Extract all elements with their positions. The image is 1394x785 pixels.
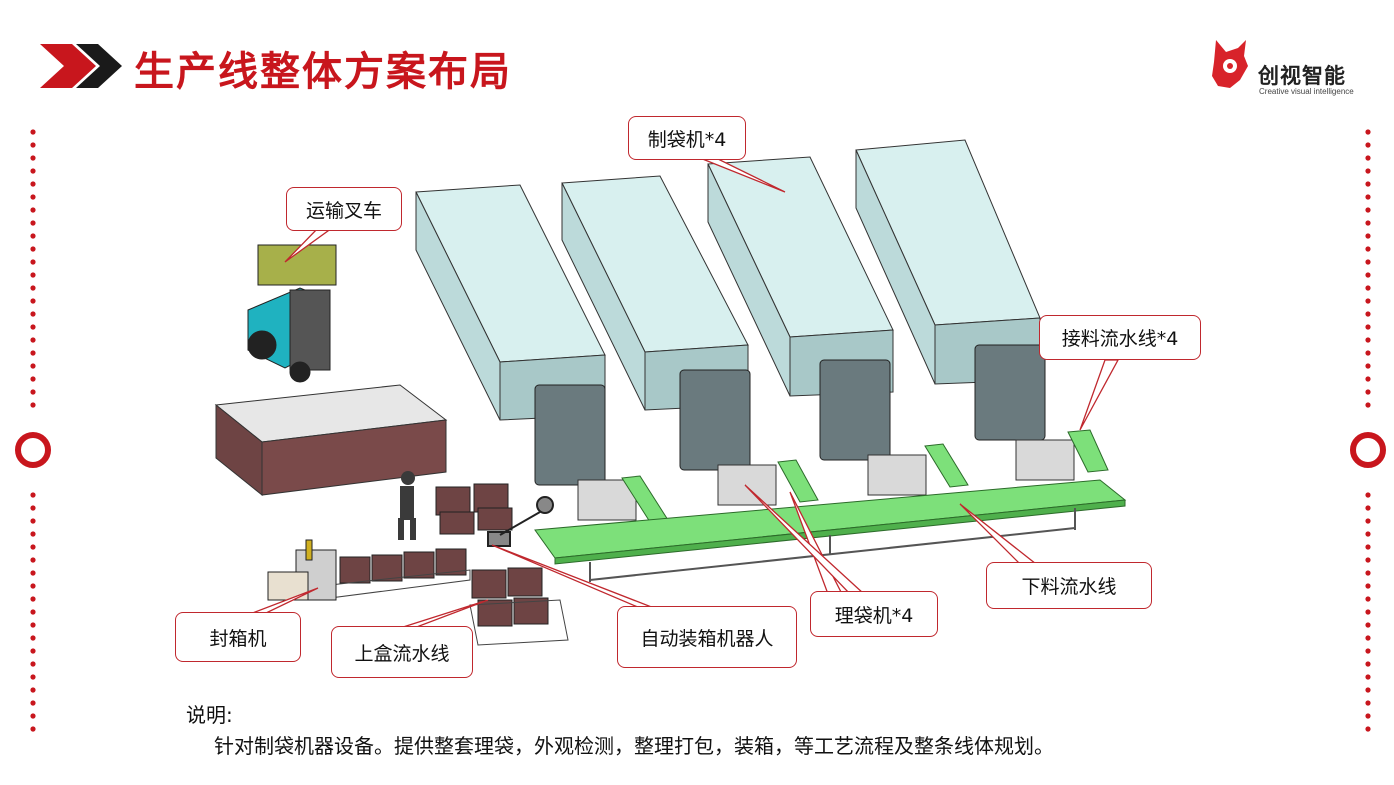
callout-unloading-line: 下料流水线 bbox=[986, 562, 1152, 609]
unloading-conveyor bbox=[534, 479, 1127, 565]
callout-bag-sorter: 理袋机*4 bbox=[810, 591, 938, 637]
note-heading: 说明: bbox=[186, 703, 233, 727]
box-feed-cartons bbox=[339, 483, 549, 627]
callout-bag-machine: 制袋机*4 bbox=[628, 116, 746, 160]
callout-forklift: 运输叉车 bbox=[286, 187, 402, 231]
brand-name: 创视智能 bbox=[1258, 64, 1346, 88]
brand-tagline: Creative visual intelligence bbox=[1259, 87, 1354, 96]
callout-boxing-robot: 自动装箱机器人 bbox=[617, 606, 797, 668]
callout-box-feed-line: 上盒流水线 bbox=[331, 626, 473, 678]
boxing-robot bbox=[487, 496, 554, 547]
callout-sealing-machine: 封箱机 bbox=[175, 612, 301, 662]
note-body: 针对制袋机器设备。提供整套理袋，外观检测，整理打包，装箱，等工艺流程及整条线体规… bbox=[214, 734, 1054, 758]
page-title: 生产线整体方案布局 bbox=[134, 49, 512, 95]
bag-machine-1 bbox=[415, 184, 606, 421]
pallet-stacks bbox=[214, 384, 448, 497]
callout-receiving-line: 接料流水线*4 bbox=[1039, 315, 1201, 360]
forklift bbox=[247, 244, 337, 383]
sealing-machine bbox=[267, 539, 337, 601]
worker bbox=[398, 471, 416, 540]
